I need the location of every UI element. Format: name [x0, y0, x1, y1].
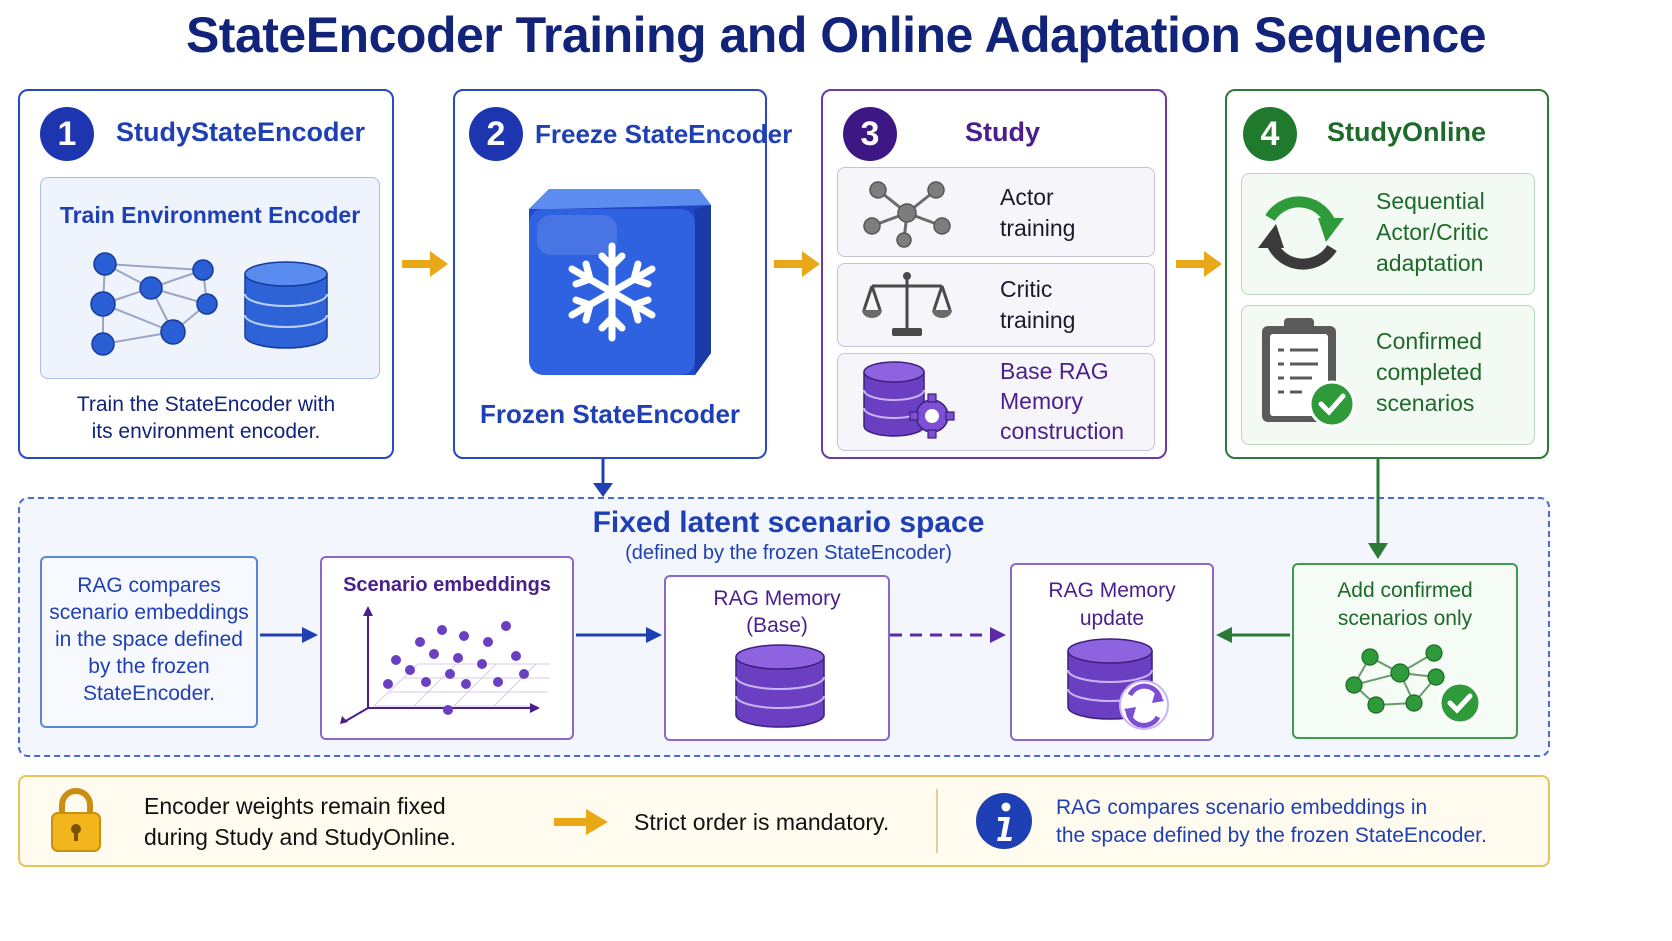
- lock-icon: [51, 788, 101, 852]
- footer-divider: [936, 789, 938, 853]
- arrow-step3-to-step4: [1176, 251, 1222, 277]
- order-note-text: Strict order is mandatory.: [634, 809, 890, 835]
- base-rag-memory-label: Base RAG Memory construction: [1000, 358, 1125, 444]
- rag-note-text: RAG compares scenario embeddings in the …: [49, 574, 249, 705]
- info-icon: [976, 793, 1032, 849]
- clipboard-check-icon: [1262, 318, 1356, 428]
- arrow-frozen-to-latent: [593, 459, 613, 497]
- frozen-state-encoder-caption: Frozen StateEncoder: [479, 399, 741, 429]
- critic-training-label: Critic training: [1000, 276, 1076, 333]
- arrow-studyonline-down: [1368, 459, 1388, 559]
- add-confirmed-box: Add confirmed scenarios only: [1292, 563, 1518, 739]
- neural-network-icon: [90, 252, 218, 356]
- train-env-encoder-box: Train Environment Encoder: [40, 177, 380, 379]
- step-1-caption: Train the StateEncoder with its environm…: [20, 391, 392, 445]
- page-title: StateEncoder Training and Online Adaptat…: [185, 7, 1487, 63]
- step-2-panel: 2 Freeze StateEncoder Frozen StateEncode…: [453, 89, 792, 459]
- footer-note-bar: [18, 775, 1550, 867]
- info-note-text: RAG compares scenario embeddings in the …: [1056, 796, 1487, 847]
- database-icon: [244, 261, 328, 349]
- actor-training-label: Actor training: [1000, 184, 1076, 241]
- database-gear-icon: [863, 361, 955, 439]
- rag-memory-base-label: RAG Memory (Base): [713, 587, 841, 637]
- add-confirmed-label: Add confirmed scenarios only: [1337, 579, 1473, 630]
- balance-scale-icon: [862, 272, 952, 336]
- arrow-step2-to-step3: [774, 251, 820, 277]
- rag-memory-update-box: RAG Memory update: [1010, 563, 1214, 741]
- step-2-badge: 2: [469, 107, 523, 161]
- step-1-title: StudyStateEncoder: [116, 117, 366, 147]
- green-network-check-icon: [1345, 644, 1482, 725]
- embedding-scatter-icon: [340, 606, 550, 724]
- refresh-cycle-icon: [1258, 196, 1344, 270]
- critic-training-item: Critic training: [837, 263, 1155, 347]
- scenario-embeddings-label: Scenario embeddings: [343, 574, 551, 596]
- latent-space-title: Fixed latent scenario space: [592, 506, 985, 539]
- latent-space-subtitle: (defined by the frozen StateEncoder): [625, 542, 952, 564]
- step-1-badge: 1: [40, 107, 94, 161]
- frozen-cube-icon: [529, 189, 711, 375]
- network-nodes-icon: [863, 181, 951, 248]
- rag-note-box: RAG compares scenario embeddings in the …: [40, 556, 258, 728]
- confirmed-scenarios-label: Confirmed completed scenarios: [1376, 328, 1483, 416]
- rag-memory-update-label: RAG Memory update: [1048, 579, 1176, 630]
- step-1-panel: 1 StudyStateEncoder Train Environment En…: [18, 89, 394, 459]
- order-arrow-icon: [554, 809, 608, 835]
- step-3-badge: 3: [843, 107, 897, 161]
- step-1-caption-line1: Train the StateEncoder with: [76, 393, 336, 416]
- sequential-adaptation-label: Sequential Actor/Critic adaptation: [1376, 188, 1489, 276]
- train-env-encoder-title: Train Environment Encoder: [59, 202, 361, 228]
- step-2-title: Freeze StateEncoder: [535, 119, 793, 149]
- lock-note-text: Encoder weights remain fixed during Stud…: [144, 793, 456, 850]
- database-refresh-icon: [1067, 638, 1169, 730]
- sequential-adaptation-item: Sequential Actor/Critic adaptation: [1241, 173, 1535, 295]
- step-4-panel: 4 StudyOnline Sequential Actor/Critic ad…: [1225, 89, 1549, 459]
- rag-memory-base-box: RAG Memory (Base): [664, 575, 890, 741]
- arrow-note-to-embeddings: [260, 627, 318, 643]
- scenario-embeddings-box: Scenario embeddings: [320, 556, 574, 740]
- dashed-arrow-base-to-update: [890, 627, 1006, 643]
- step-3-title: Study: [965, 117, 1041, 147]
- arrow-embeddings-to-memory: [576, 627, 662, 643]
- step-4-badge: 4: [1243, 107, 1297, 161]
- arrow-step1-to-step2: [402, 251, 448, 277]
- base-rag-memory-item: Base RAG Memory construction: [837, 353, 1155, 451]
- step-3-panel: 3 Study Actor training: [821, 89, 1167, 459]
- rag-memory-base-database-icon: [735, 644, 825, 728]
- arrow-confirmed-to-update: [1216, 627, 1290, 643]
- step-4-title: StudyOnline: [1327, 117, 1487, 147]
- actor-training-item: Actor training: [837, 167, 1155, 257]
- confirmed-scenarios-item: Confirmed completed scenarios: [1241, 305, 1535, 445]
- step-1-caption-line2: its environment encoder.: [91, 420, 321, 443]
